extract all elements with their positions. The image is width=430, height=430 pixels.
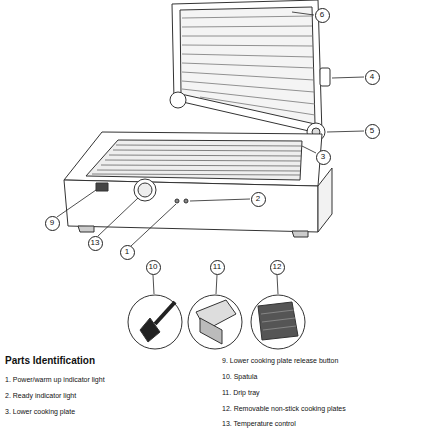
part-list-item: 2. Ready indicator light xyxy=(5,392,76,400)
callout-number: 2 xyxy=(256,195,260,203)
callout-circle: 2 xyxy=(251,192,266,207)
callout-circle: 11 xyxy=(210,260,225,275)
part-list-item: 10. Spatula xyxy=(222,373,257,381)
callout-circle: 6 xyxy=(315,8,330,23)
callout-number: 11 xyxy=(213,263,221,271)
part-list-item: 1. Power/warm up indicator light xyxy=(5,376,105,384)
callout-number: 13 xyxy=(91,239,100,247)
part-list-item: 11. Drip tray xyxy=(222,389,260,397)
callout-circle: 13 xyxy=(88,236,103,251)
callout-circle: 1 xyxy=(120,245,135,260)
callout-number: 3 xyxy=(321,153,325,161)
part-list-item: 3. Lower cooking plate xyxy=(5,408,75,416)
callout-circle: 9 xyxy=(45,216,60,231)
part-list-item: 9. Lower cooking plate release button xyxy=(222,357,338,365)
callout-number: 6 xyxy=(320,11,324,19)
callout-number: 5 xyxy=(370,127,374,135)
callout-number: 9 xyxy=(50,219,54,227)
list-heading: Parts Identification xyxy=(5,355,95,366)
callout-circle: 4 xyxy=(365,70,380,85)
callout-number: 10 xyxy=(149,263,158,271)
part-list-item: 13. Temperature control xyxy=(222,420,296,428)
callout-circle: 3 xyxy=(316,150,331,165)
callout-number: 1 xyxy=(125,248,129,256)
callout-number: 12 xyxy=(273,263,282,271)
callout-circle: 12 xyxy=(270,260,285,275)
callout-circle: 5 xyxy=(365,124,380,139)
part-list-item: 12. Removable non-stick cooking plates xyxy=(222,405,346,413)
callout-circle: 10 xyxy=(146,260,161,275)
callout-number: 4 xyxy=(370,73,374,81)
